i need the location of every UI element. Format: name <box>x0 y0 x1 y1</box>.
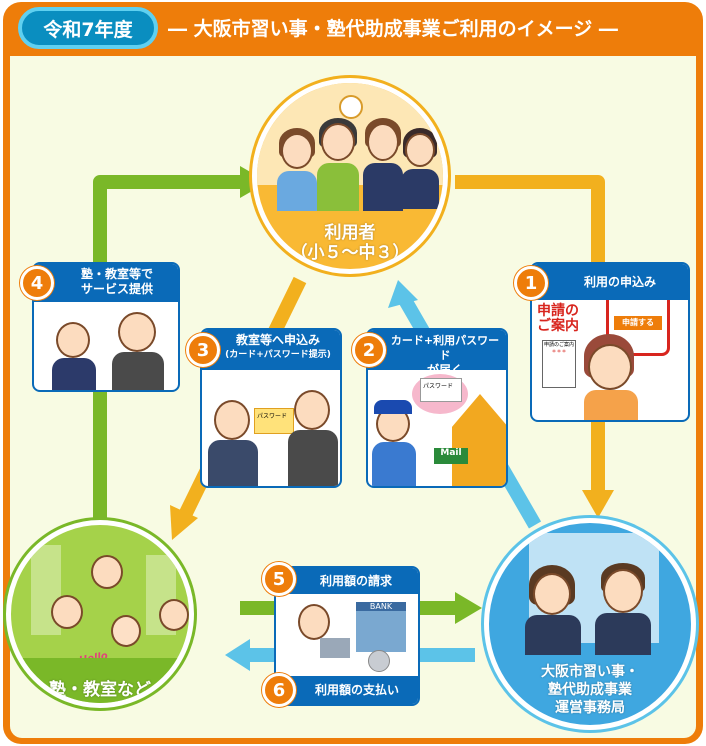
teacher-avatar <box>294 390 330 430</box>
step-number-6: 6 <box>262 673 296 707</box>
student-avatar <box>56 322 90 358</box>
bank-icon: BANK <box>356 602 406 652</box>
step-number-4: 4 <box>20 266 54 300</box>
arrowhead <box>170 505 198 540</box>
step-1-box: 利用の申込み 申請の ご案内 申請のご案内＊＊＊ 申請する <box>530 262 690 422</box>
step-4-label-1: 塾・教室等で <box>80 267 153 281</box>
staff-avatar <box>533 573 571 615</box>
guide-title-2: ご案内 <box>537 318 579 334</box>
arrowhead <box>455 592 482 624</box>
bank-label: BANK <box>356 602 406 611</box>
parent-avatar <box>214 400 250 440</box>
office-label-3: 運営事務局 <box>555 700 625 716</box>
users-node: 利用者 （小５～中３） <box>252 78 448 274</box>
step-4-box: 塾・教室等でサービス提供 <box>32 262 180 392</box>
step-3-label-1: 教室等へ申込み <box>235 333 320 347</box>
step-number-3: 3 <box>186 333 220 367</box>
step-3-label-2: (カード+パスワード提示) <box>225 350 331 360</box>
users-sublabel: （小５～中３） <box>290 243 410 263</box>
mailbox-icon: Mail <box>434 448 468 464</box>
step-5-label: 利用額の請求 <box>319 574 392 588</box>
step-1-label: 利用の申込み <box>583 275 656 289</box>
step-number-5: 5 <box>262 562 296 596</box>
house-icon <box>452 394 506 486</box>
page-title: ― 大阪市習い事・塾代助成事業ご利用のイメージ ― <box>168 18 618 40</box>
guide-title-1: 申請の <box>537 303 579 319</box>
step-4-label-2: サービス提供 <box>80 282 153 296</box>
step-number-1: 1 <box>514 266 548 300</box>
school-node: Hello 塾・教室など <box>6 520 194 708</box>
step-3-box: 教室等へ申込み (カード+パスワード提示) パスワード <box>200 328 342 488</box>
year-badge: 令和7年度 <box>18 7 158 49</box>
parent-avatar <box>588 344 632 390</box>
teacher-avatar <box>91 555 123 589</box>
office-label-1: 大阪市習い事・ <box>541 664 639 680</box>
student-avatar <box>405 133 435 167</box>
arrowhead <box>582 490 614 518</box>
teacher-avatar <box>298 604 330 640</box>
arrowhead <box>388 280 418 308</box>
arrow-provide-to-users <box>93 175 240 520</box>
guide-document: 申請のご案内＊＊＊ <box>542 340 576 388</box>
student-avatar <box>51 595 83 629</box>
office-label-2: 塾代助成事業 <box>548 682 632 698</box>
staff-avatar <box>603 569 643 613</box>
office-node: 大阪市習い事・ 塾代助成事業 運営事務局 <box>484 518 696 730</box>
student-avatar <box>111 615 141 647</box>
step-number-2: 2 <box>352 333 386 367</box>
step-2-box: カード+利用パスワードが届く パスワード Mail <box>366 328 508 488</box>
coin-icon <box>368 650 390 672</box>
student-avatar <box>281 133 313 169</box>
arrowhead <box>225 639 250 671</box>
apply-button-image: 申請する <box>614 316 662 330</box>
step-2-label-1: カード+利用パスワード <box>390 334 500 362</box>
laptop-icon <box>320 638 350 658</box>
school-label: 塾・教室など <box>49 680 151 700</box>
users-label: 利用者 <box>324 223 376 243</box>
teacher-avatar <box>118 312 156 352</box>
step-6-label: 利用額の支払い <box>314 683 399 697</box>
card-icon: パスワード <box>254 408 294 434</box>
student-avatar <box>321 123 355 161</box>
student-avatar <box>367 123 399 161</box>
step-2-label-2: が届く <box>426 363 463 377</box>
card-icon: パスワード <box>420 378 462 402</box>
clock-icon <box>339 95 363 119</box>
step-5-6-box: 利用額の請求 BANK 利用額の支払い <box>274 566 420 706</box>
teacher-avatar <box>159 599 189 631</box>
